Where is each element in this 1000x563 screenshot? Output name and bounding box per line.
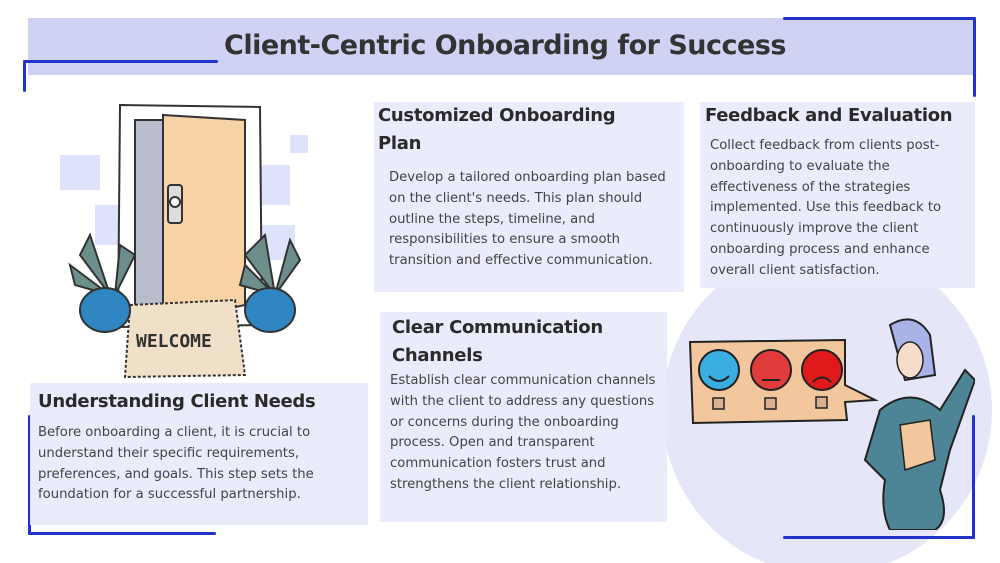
page-title: Client-Centric Onboarding for Success <box>224 30 786 61</box>
frame-line <box>28 415 31 535</box>
section-body: Before onboarding a client, it is crucia… <box>38 425 314 503</box>
section-heading: Feedback and Evaluation <box>705 105 953 126</box>
frame-line <box>28 532 216 535</box>
mat-text: WELCOME <box>136 331 212 352</box>
section-heading: Clear Communication Channels <box>392 317 603 366</box>
section-card <box>700 102 975 288</box>
section-card <box>380 312 667 522</box>
frame-line <box>973 17 976 97</box>
section-card <box>374 102 684 292</box>
section-card <box>30 383 368 525</box>
frame-line <box>783 536 975 539</box>
feedback-illustration <box>688 318 975 530</box>
section-heading: Customized Onboarding Plan <box>378 105 616 154</box>
frame-line <box>23 62 26 92</box>
welcome-door-illustration: WELCOME <box>60 103 308 379</box>
section-heading: Understanding Client Needs <box>38 391 316 412</box>
section-body: Establish clear communication channels w… <box>390 373 656 492</box>
title-band <box>28 18 975 75</box>
frame-line <box>23 60 218 63</box>
section-body: Develop a tailored onboarding plan based… <box>389 170 666 269</box>
frame-line <box>972 415 975 539</box>
frame-line <box>783 17 976 20</box>
section-body: Collect feedback from clients post-onboa… <box>710 138 942 278</box>
